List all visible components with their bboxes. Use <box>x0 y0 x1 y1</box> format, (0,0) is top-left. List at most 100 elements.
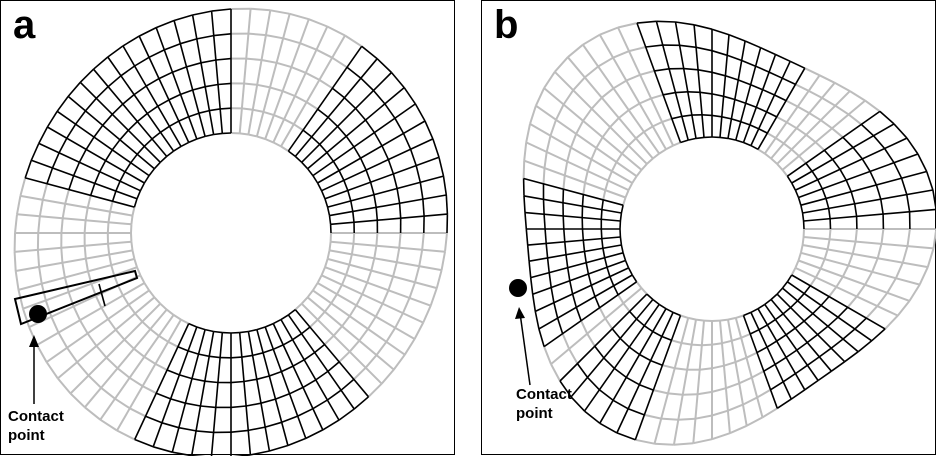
mesh-ring-segment-dark <box>328 362 339 372</box>
mesh-ring-segment-dark <box>265 324 273 327</box>
mesh-ring-segment <box>672 340 682 343</box>
mesh-ring-segment-dark <box>158 100 169 106</box>
mesh-ring-segment <box>835 106 848 115</box>
mesh-ring-segment <box>160 304 166 310</box>
mesh-ring-segment <box>123 295 129 304</box>
mesh-ring-segment-dark <box>181 142 189 146</box>
mesh-ring-segment-dark <box>680 45 697 47</box>
mesh-ring-segment-dark <box>366 170 371 182</box>
mesh-ring-segment-dark <box>209 109 220 111</box>
mesh-radial-line-dark <box>193 15 214 135</box>
mesh-ring-segment-dark <box>216 59 231 60</box>
mesh-ring-segment <box>556 105 564 120</box>
contact-dot <box>29 305 47 323</box>
mesh-ring-segment-dark <box>637 21 656 23</box>
mesh-ring-segment-dark <box>546 244 547 259</box>
mesh-ring-segment <box>568 45 583 58</box>
mesh-ring-segment <box>270 87 283 91</box>
mesh-ring-segment <box>587 334 595 347</box>
mesh-ring-segment-dark <box>288 438 306 445</box>
mesh-ring-segment-dark <box>588 274 591 285</box>
mesh-ring-segment-dark <box>818 371 831 380</box>
mesh-ring-segment-dark <box>123 95 134 105</box>
mesh-ring-segment <box>111 265 114 275</box>
mesh-ring-segment <box>334 326 342 336</box>
mesh-ring-segment-dark <box>712 72 725 76</box>
mesh-ring-segment <box>821 120 832 128</box>
mesh-ring-segment-dark <box>676 22 695 25</box>
mesh-ring-segment <box>397 248 400 263</box>
mesh-ring-segment-dark <box>568 268 570 281</box>
mesh-ring-segment-dark <box>585 411 600 423</box>
mesh-ring-segment <box>651 95 663 99</box>
mesh-ring-segment <box>801 245 803 253</box>
mesh-ring-segment <box>629 47 646 51</box>
mesh-ring-segment <box>331 294 337 303</box>
mesh-ring-segment <box>692 345 702 346</box>
mesh-ring-segment <box>805 68 820 75</box>
mesh-ring-segment-dark <box>341 379 354 390</box>
mesh-ring-segment-dark <box>174 146 181 151</box>
mesh-ring-segment <box>159 336 168 342</box>
mesh-ring-segment <box>274 115 284 119</box>
mesh-ring-segment <box>605 181 608 191</box>
mesh-ring-segment <box>174 315 181 320</box>
mesh-ring-segment-dark <box>411 149 417 165</box>
mesh-ring-segment <box>598 58 613 67</box>
mesh-ring-segment-dark <box>293 360 304 366</box>
mesh-ring-segment <box>626 75 640 81</box>
mesh-ring-segment <box>337 285 342 295</box>
mesh-ring-segment-dark <box>295 156 301 162</box>
mesh-ring-segment <box>118 368 130 378</box>
mesh-radial-line-dark <box>803 190 933 213</box>
mesh-ring-segment-dark <box>171 399 186 403</box>
mesh-ring-segment <box>623 198 625 206</box>
mesh-ring-segment <box>613 51 629 58</box>
mesh-ring-segment-dark <box>80 69 93 82</box>
mesh-ring-segment <box>85 407 101 419</box>
mesh-ring-segment-dark <box>313 176 318 183</box>
mesh-ring-segment <box>722 341 732 343</box>
mesh-ring-segment-dark <box>354 397 368 409</box>
mesh-ring-segment-dark <box>125 163 131 172</box>
mesh-ring-segment <box>640 71 654 75</box>
mesh-ring-segment-dark <box>775 95 787 101</box>
mesh-ring-segment <box>65 190 69 204</box>
mesh-ring-segment-dark <box>404 133 411 149</box>
mesh-ring-segment-dark <box>758 304 765 308</box>
mesh-ring-segment-dark <box>156 393 170 399</box>
mesh-ring-segment-dark <box>397 189 400 204</box>
mesh-ring-segment <box>635 440 654 444</box>
mesh-ring-segment <box>137 267 140 275</box>
mesh-ring-segment <box>565 162 567 176</box>
mesh-ring-segment <box>117 431 135 440</box>
mesh-ring-segment <box>767 133 775 138</box>
mesh-radial-line <box>693 321 704 444</box>
mesh-ring-segment <box>327 27 345 36</box>
mesh-ring-segment-dark <box>199 111 210 114</box>
mesh-ring-segment <box>614 81 627 89</box>
mesh-ring-segment <box>696 320 704 321</box>
mesh-ring-segment-dark <box>751 85 763 90</box>
contact-arrow-head <box>515 307 525 319</box>
mesh-ring-segment-dark <box>356 108 366 120</box>
mesh-ring-segment <box>647 159 653 164</box>
mesh-ring-segment <box>39 267 42 284</box>
mesh-ring-segment-dark <box>339 409 354 420</box>
mesh-ring-segment <box>644 126 653 131</box>
mesh-ring-segment <box>903 246 908 263</box>
mesh-ring-segment <box>617 154 623 163</box>
mesh-ring-segment <box>821 259 825 268</box>
mesh-ring-segment-dark <box>544 214 545 229</box>
mesh-ring-segment <box>866 306 877 318</box>
mesh-ring-segment-dark <box>374 133 382 146</box>
mesh-ring-segment-dark <box>564 229 565 242</box>
mesh-ring-segment-dark <box>688 92 700 93</box>
mesh-ring-segment-dark <box>872 329 885 341</box>
mesh-ring-segment <box>545 152 547 168</box>
mesh-ring-segment <box>265 139 273 142</box>
mesh-ring-segment-dark <box>181 90 193 94</box>
mesh-ring-segment-dark <box>303 130 312 137</box>
mesh-ring-segment-dark <box>273 320 281 324</box>
mesh-ring-segment-dark <box>757 347 767 353</box>
